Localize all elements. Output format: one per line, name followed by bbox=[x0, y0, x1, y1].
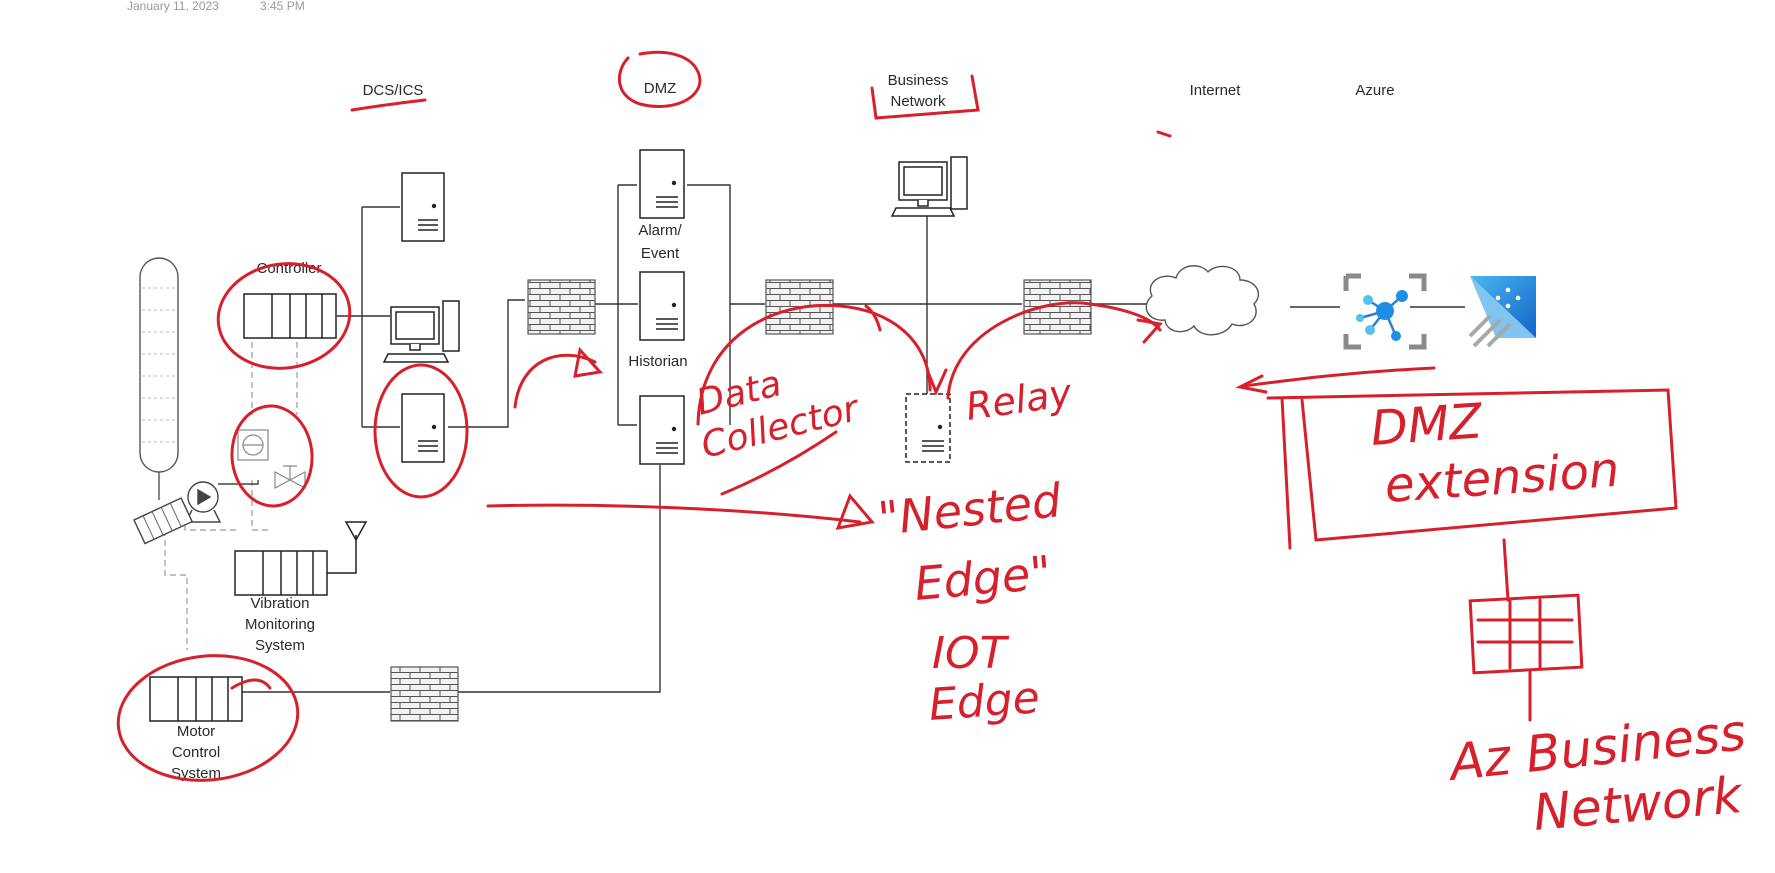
dcs-server-bottom-icon bbox=[401, 393, 445, 463]
historian-server-icon bbox=[639, 271, 685, 341]
zone-label-dmz: DMZ bbox=[644, 80, 677, 97]
relay-server-icon bbox=[905, 393, 951, 463]
motor-icon bbox=[133, 497, 194, 545]
distillation-column bbox=[139, 257, 179, 500]
dcs-server-top-icon bbox=[401, 172, 445, 242]
motor-label-3: System bbox=[171, 765, 221, 782]
ink-iot-edge-1: IOT bbox=[932, 628, 1010, 679]
alarm-event-label-1: Alarm/ bbox=[638, 222, 682, 239]
ink-strokes bbox=[116, 50, 1678, 782]
alarm-event-server-icon bbox=[639, 149, 685, 219]
data-collector-server-icon bbox=[639, 395, 685, 465]
dcs-workstation-icon bbox=[382, 300, 460, 363]
ink-relay: Relay bbox=[963, 371, 1075, 429]
antenna-icon bbox=[344, 521, 368, 542]
alarm-event-label-2: Event bbox=[641, 245, 680, 262]
vibration-label-3: System bbox=[255, 637, 305, 654]
zone-label-business-line2: Network bbox=[890, 93, 946, 110]
zone-label-internet: Internet bbox=[1190, 82, 1242, 99]
ink-nested-edge-2: Edge" bbox=[912, 545, 1053, 611]
vibration-label-2: Monitoring bbox=[245, 616, 315, 633]
zone-label-azure: Azure bbox=[1355, 82, 1394, 99]
vibration-label-1: Vibration bbox=[251, 595, 310, 612]
transmitter-icon bbox=[237, 429, 269, 461]
signal-lines bbox=[164, 342, 298, 650]
controller-rack bbox=[243, 293, 337, 339]
note-time: 3:45 PM bbox=[260, 0, 305, 13]
ink-dmz-extension-1: DMZ bbox=[1369, 393, 1485, 457]
firewall-motor-control bbox=[390, 666, 459, 722]
motor-label-2: Control bbox=[172, 744, 220, 761]
azure-stream-analytics-icon bbox=[1468, 276, 1536, 348]
internet-cloud-icon bbox=[1145, 265, 1259, 336]
note-date: January 11, 2023 bbox=[127, 0, 219, 13]
ink-nested-edge-1: "Nested bbox=[876, 473, 1065, 546]
historian-label: Historian bbox=[628, 353, 687, 370]
ink-iot-edge-2: Edge bbox=[927, 672, 1041, 731]
zone-label-business-line1: Business bbox=[888, 72, 949, 89]
firewall-dcs-dmz bbox=[527, 279, 596, 335]
zone-label-dcs-ics: DCS/ICS bbox=[363, 82, 424, 99]
valve-icon bbox=[274, 465, 306, 489]
azure-iot-hub-icon bbox=[1343, 273, 1427, 350]
business-workstation-icon bbox=[890, 156, 968, 217]
network-links bbox=[240, 184, 1465, 693]
firewall-business-internet bbox=[1023, 279, 1092, 335]
vibration-rack bbox=[234, 535, 357, 596]
motor-control-rack bbox=[149, 676, 243, 722]
pump-icon bbox=[184, 480, 259, 523]
motor-label-1: Motor bbox=[177, 723, 215, 740]
